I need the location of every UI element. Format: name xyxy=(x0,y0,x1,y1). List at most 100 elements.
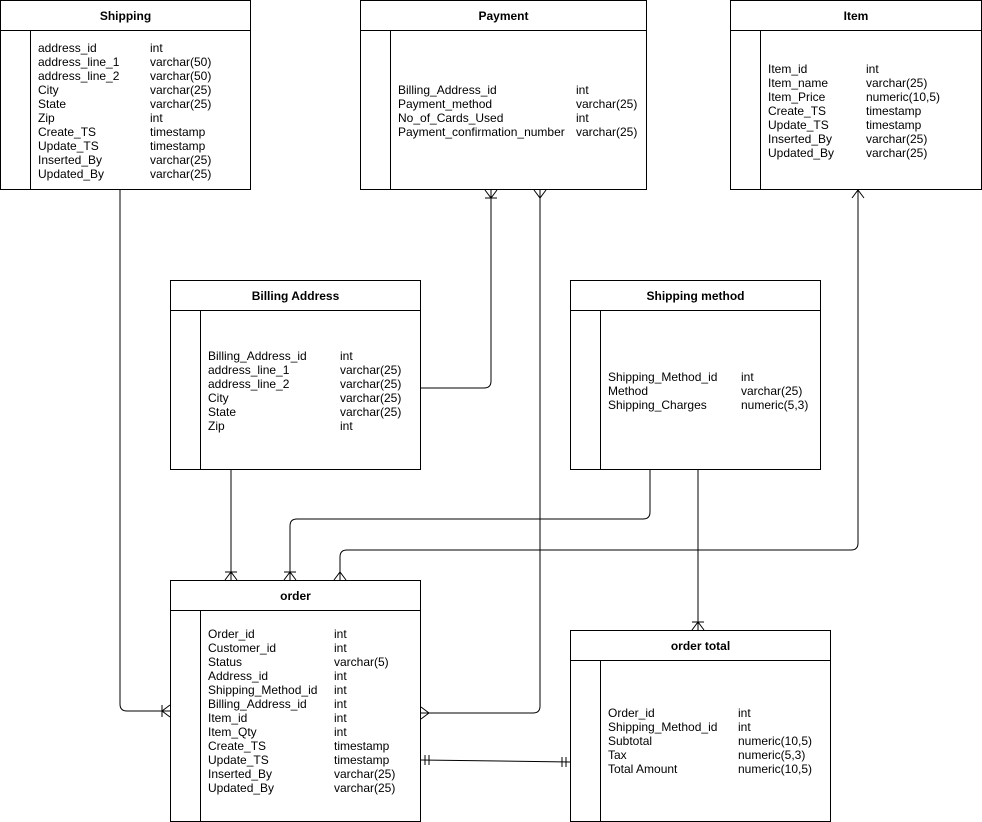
field-type: int xyxy=(334,725,347,739)
field-type: numeric(10,5) xyxy=(738,734,813,748)
field-name: Subtotal xyxy=(608,734,653,748)
field-name: Inserted_By xyxy=(768,132,833,146)
field-name: State xyxy=(208,405,237,419)
field-name: Zip xyxy=(38,111,55,125)
field-type: varchar(25) xyxy=(150,153,212,167)
field-row: Inserted_By varchar(25) xyxy=(38,153,246,167)
crowfoot-shipmethod-order xyxy=(283,571,297,581)
field-type: timestamp xyxy=(150,125,206,139)
field-type: varchar(25) xyxy=(866,132,928,146)
field-type: int xyxy=(738,706,751,720)
field-name: Inserted_By xyxy=(38,153,103,167)
field-name: Create_TS xyxy=(208,739,267,753)
field-name: address_line_1 xyxy=(38,55,120,69)
field-type: timestamp xyxy=(866,104,922,118)
rel-shipping-order xyxy=(119,190,170,712)
field-type: numeric(5,3) xyxy=(741,398,809,412)
field-type: int xyxy=(334,627,347,641)
key-column xyxy=(361,31,391,189)
field-row: Inserted_By varchar(25) xyxy=(768,132,977,146)
field-type: int xyxy=(150,111,163,125)
field-row: Item_Qty int xyxy=(208,725,416,739)
field-name: Create_TS xyxy=(768,104,827,118)
field-name: Customer_id xyxy=(208,641,277,655)
field-type: int xyxy=(576,111,589,125)
one-ordertotal-side xyxy=(561,757,567,767)
field-name: Update_TS xyxy=(38,139,99,153)
field-name: Item_Price xyxy=(768,90,826,104)
field-row: City varchar(25) xyxy=(208,391,416,405)
field-name: Inserted_By xyxy=(208,767,273,781)
rel-payment-order xyxy=(421,190,541,714)
field-name: Order_id xyxy=(608,706,655,720)
field-row: Order_id int xyxy=(608,706,826,720)
field-name: Updated_By xyxy=(768,146,835,160)
field-type: varchar(25) xyxy=(340,363,402,377)
field-name: Create_TS xyxy=(38,125,97,139)
field-name: Shipping_Method_id xyxy=(608,370,718,384)
field-name: Status xyxy=(208,655,243,669)
arrow-item-top xyxy=(851,189,865,199)
field-type: varchar(25) xyxy=(334,781,396,795)
field-name: City xyxy=(208,391,229,405)
field-type: varchar(25) xyxy=(334,767,396,781)
field-name: Payment_method xyxy=(398,97,493,111)
rel-order-order-total xyxy=(420,759,571,763)
entity-title: Shipping method xyxy=(571,281,820,311)
field-row: Inserted_By varchar(25) xyxy=(208,767,416,781)
field-name: Updated_By xyxy=(208,781,275,795)
field-type: int xyxy=(150,41,163,55)
field-name: Method xyxy=(608,384,649,398)
field-type: numeric(10,5) xyxy=(738,762,813,776)
field-row: Subtotal numeric(10,5) xyxy=(608,734,826,748)
field-type: numeric(5,3) xyxy=(738,748,806,762)
field-name: Shipping_Method_id xyxy=(608,720,718,734)
one-order-side xyxy=(424,755,430,765)
crowfoot-shipmethod-ordertotal xyxy=(691,621,705,631)
many-order-payment xyxy=(420,706,430,720)
field-type: varchar(25) xyxy=(340,391,402,405)
key-column xyxy=(731,31,761,189)
field-type: varchar(25) xyxy=(576,125,638,139)
key-column xyxy=(571,311,601,469)
crowfoot-shipping-order xyxy=(161,704,171,718)
field-name: Update_TS xyxy=(768,118,829,132)
field-name: Update_TS xyxy=(208,753,269,767)
field-name: Item_Qty xyxy=(208,725,257,739)
field-type: int xyxy=(334,683,347,697)
